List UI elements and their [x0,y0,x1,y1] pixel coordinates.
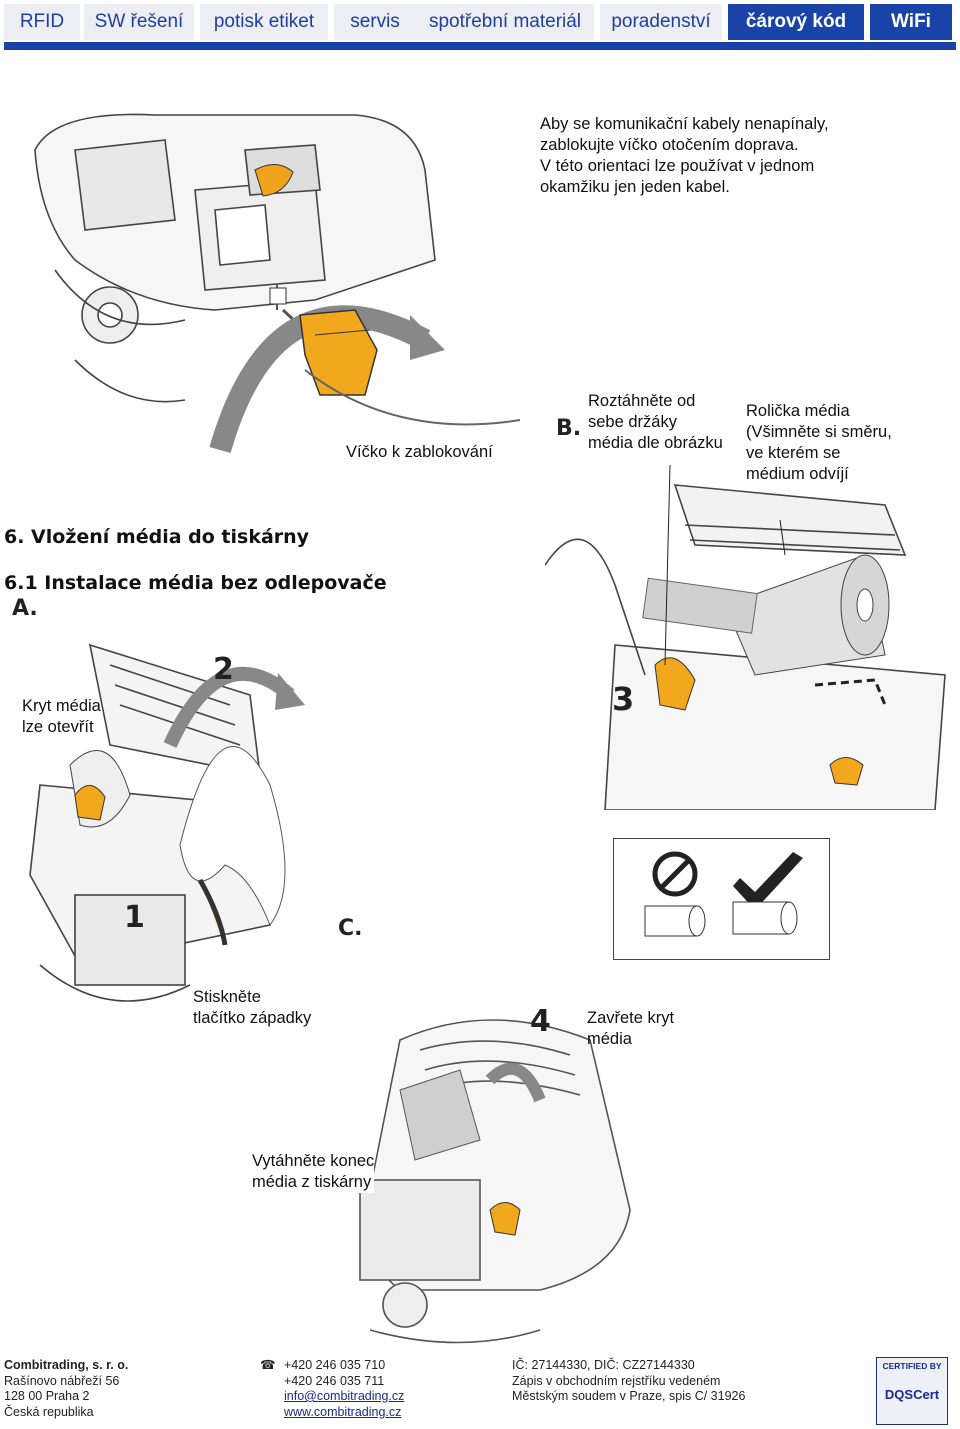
tab-poradenstvi[interactable]: poradenství [600,4,722,40]
section-heading: 6. Vložení média do tiskárny [4,526,310,548]
tab-carovy-kod[interactable]: čárový kód [728,4,864,40]
cable-note: Aby se komunikační kabely nenapínaly, za… [540,115,829,196]
prohibited-icon [652,851,698,897]
step-number-4: 4 [530,1004,551,1039]
label-media-roll: Rolička média (Všimněte si směru, ve kte… [746,402,892,483]
top-navigation: RFID SW řešení potisk etiket servis spot… [4,4,956,50]
web-link[interactable]: www.combitrading.cz [284,1404,402,1419]
email-link[interactable]: info@combitrading.cz [284,1389,405,1403]
orientation-box [613,838,830,960]
certification-badge: CERTIFIED BY DQSCert [876,1357,948,1425]
step-letter-a: A. [12,596,38,621]
label-spread-holders: Roztáhněte od sebe držáky média dle obrá… [588,392,723,452]
tab-rfid[interactable]: RFID [4,4,80,40]
printer-closed-illustration [359,1019,631,1344]
label-cover: Kryt média lze otevřít [22,697,101,736]
tab-potisk-etiket[interactable]: potisk etiket [200,4,328,40]
step-letter-b: B. [556,416,582,441]
media-roll-illustration [545,465,946,810]
orientation-icons [644,851,803,937]
phone-icon: ☎ [260,1358,276,1372]
step-number-2: 2 [213,652,234,687]
tab-servis[interactable]: servis [334,4,416,40]
printer-open-illustration [29,643,305,1002]
check-icon [733,852,803,910]
step-letter-c: C. [338,916,363,941]
step-number-1: 1 [124,900,145,935]
tab-wifi[interactable]: WiFi [870,4,952,40]
label-pull-media: Vytáhněte konec média z tiskárny [252,1151,375,1193]
footer-registry: IČ: 27144330, DIČ: CZ27144330 Zápis v ob… [512,1358,746,1403]
nav-underline [4,42,956,50]
company-name: Combitrading, s. r. o. [4,1358,129,1372]
step-number-3: 3 [612,680,635,718]
printer-cable-illustration [34,113,521,454]
tab-spotrebni-material[interactable]: spotřební materiál [416,4,594,40]
section-subheading: 6.1 Instalace média bez odlepovače [4,572,387,594]
label-button: Stiskněte tlačítko západky [193,988,312,1027]
footer-contacts: +420 246 035 710 +420 246 035 711 info@c… [284,1358,405,1419]
caption-cap: Víčko k zablokování [346,443,493,461]
label-close-cover: Zavřete kryt média [587,1009,675,1048]
footer-address: Combitrading, s. r. o. Rašínovo nábřeží … [4,1358,129,1419]
tab-sw-reseni[interactable]: SW řešení [84,4,194,40]
